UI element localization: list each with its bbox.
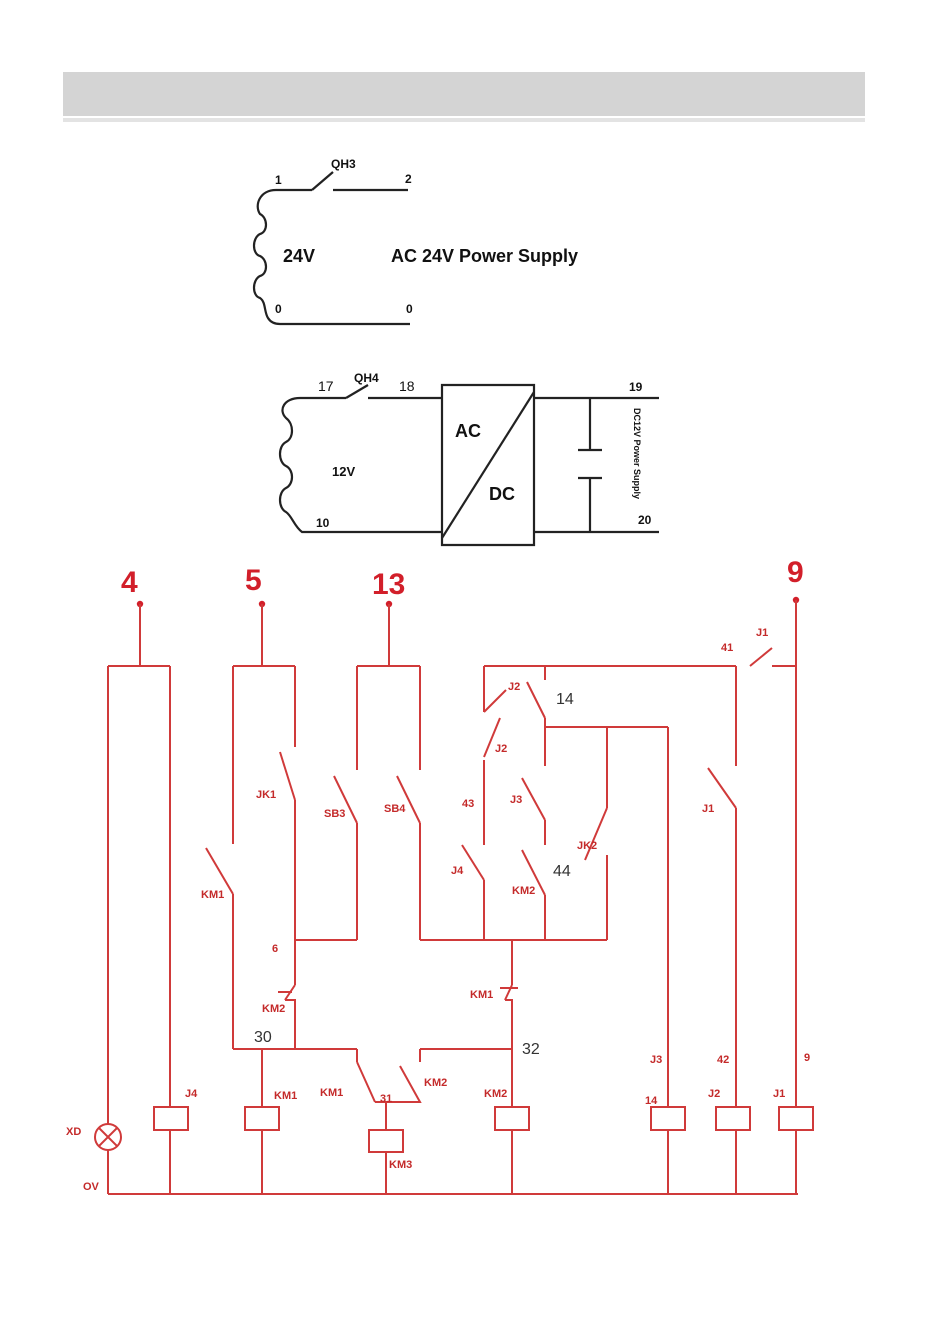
wire-14-coil-label: 14 <box>645 1095 658 1107</box>
wire-14-label: 14 <box>556 691 574 708</box>
contact-km1-low-label: KM1 <box>320 1087 343 1099</box>
ac-dc-converter-diagonal <box>442 392 534 538</box>
converter-ac-label: AC <box>455 421 481 441</box>
contact-jk2-blade <box>585 808 607 860</box>
coil-j2 <box>716 1107 750 1130</box>
dc-terminal-18: 18 <box>399 378 415 394</box>
contact-km2-hold-label: KM2 <box>512 885 535 897</box>
ac-coil-voltage: 24V <box>283 246 315 266</box>
wire-6-label: 6 <box>272 943 278 955</box>
lamp-xd <box>95 1124 121 1150</box>
wire-30-label: 30 <box>254 1029 272 1046</box>
qh3-switch-blade <box>312 172 333 190</box>
dc-transformer-winding <box>280 398 312 532</box>
contact-sb4-label: SB4 <box>384 803 406 815</box>
coil-j4-label: J4 <box>185 1088 198 1100</box>
contact-j4-blade <box>462 845 484 880</box>
control-circuit: 4 5 13 9 OV XD J4 JK1 <box>66 556 813 1194</box>
contact-jk1-label: JK1 <box>256 789 276 801</box>
qh3-label: QH3 <box>331 157 356 171</box>
contact-sb3-label: SB3 <box>324 808 345 820</box>
wire-9-label: 9 <box>804 1052 810 1064</box>
wire-43-label: 43 <box>462 798 474 810</box>
coil-j1 <box>779 1107 813 1130</box>
common-0v-label: OV <box>83 1181 100 1193</box>
wire-41-label: 41 <box>721 642 733 654</box>
coil-j4 <box>154 1107 188 1130</box>
contact-sb4-blade <box>397 776 420 823</box>
dc-coil-voltage: 12V <box>332 464 355 479</box>
coil-km1 <box>245 1107 279 1130</box>
qh4-label: QH4 <box>354 371 379 385</box>
contact-km2-low-label: KM2 <box>424 1077 447 1089</box>
contact-j1-mid-label: J1 <box>702 803 714 815</box>
coil-j3 <box>651 1107 685 1130</box>
dc-terminal-17: 17 <box>318 378 334 394</box>
wire-44-label: 44 <box>553 863 571 880</box>
ac-supply-title: AC 24V Power Supply <box>391 246 578 266</box>
node4-drops <box>108 604 170 1194</box>
coil-km3-label: KM3 <box>389 1159 412 1171</box>
node13-drops <box>357 604 420 940</box>
contact-km1-nc <box>500 940 518 1049</box>
dc-terminal-10: 10 <box>316 516 330 530</box>
supply-node-5-label: 5 <box>245 564 262 597</box>
wire-32-label: 32 <box>522 1041 540 1058</box>
lamp-xd-label: XD <box>66 1126 81 1138</box>
ac-terminal-1: 1 <box>275 173 282 187</box>
contact-j2-a-label: J2 <box>508 681 520 693</box>
dc-supply-title: DC12V Power Supply <box>632 408 642 499</box>
contact-km2-nc <box>278 985 295 1049</box>
converter-dc-label: DC <box>489 484 515 504</box>
contact-j1-top-blade <box>750 648 772 666</box>
ac-terminal-2: 2 <box>405 172 412 186</box>
supply-node-13-label: 13 <box>372 568 405 601</box>
ac-terminal-0-right: 0 <box>406 302 413 316</box>
coil-km2 <box>495 1107 529 1130</box>
contact-j1-top-label: J1 <box>756 627 768 639</box>
dc-12v-supply: 17 QH4 18 19 12V AC DC DC12V Power Suppl… <box>280 371 659 545</box>
coil-j2-label: J2 <box>708 1088 720 1100</box>
dc-terminal-20: 20 <box>638 513 652 527</box>
wire-42-label: 42 <box>717 1054 729 1066</box>
contact-jk2-label: JK2 <box>577 840 597 852</box>
coil-j3-label: J3 <box>650 1054 662 1066</box>
contact-j4-label: J4 <box>451 865 464 877</box>
contact-j1-mid-blade <box>708 768 736 808</box>
j2-b-wire <box>484 666 506 940</box>
coil-km2-label: KM2 <box>484 1088 507 1100</box>
coil-km1-label: KM1 <box>274 1090 297 1102</box>
contact-km2-nc-label: KM2 <box>262 1003 285 1015</box>
supply-node-4-label: 4 <box>121 566 138 599</box>
contact-j2-a-blade <box>527 682 545 718</box>
dc-capacitor <box>578 398 602 532</box>
supply-node-9-label: 9 <box>787 556 804 589</box>
contact-j3-blade <box>522 778 545 820</box>
contact-j3-label: J3 <box>510 794 522 806</box>
qh4-switch-blade <box>346 385 368 398</box>
dc-terminal-19: 19 <box>629 380 643 394</box>
contact-jk1-blade <box>280 752 295 800</box>
coil-j1-label: J1 <box>773 1088 785 1100</box>
ac-24v-supply: 1 QH3 2 24V AC 24V Power Supply 0 0 <box>254 157 578 324</box>
contact-j2-b-label: J2 <box>495 743 507 755</box>
coil-km3 <box>369 1130 403 1152</box>
ac-terminal-0-left: 0 <box>275 302 282 316</box>
contact-km1-hold-blade <box>206 848 233 894</box>
contact-km1-nc-label: KM1 <box>470 989 493 1001</box>
contact-km1-hold-label: KM1 <box>201 889 224 901</box>
